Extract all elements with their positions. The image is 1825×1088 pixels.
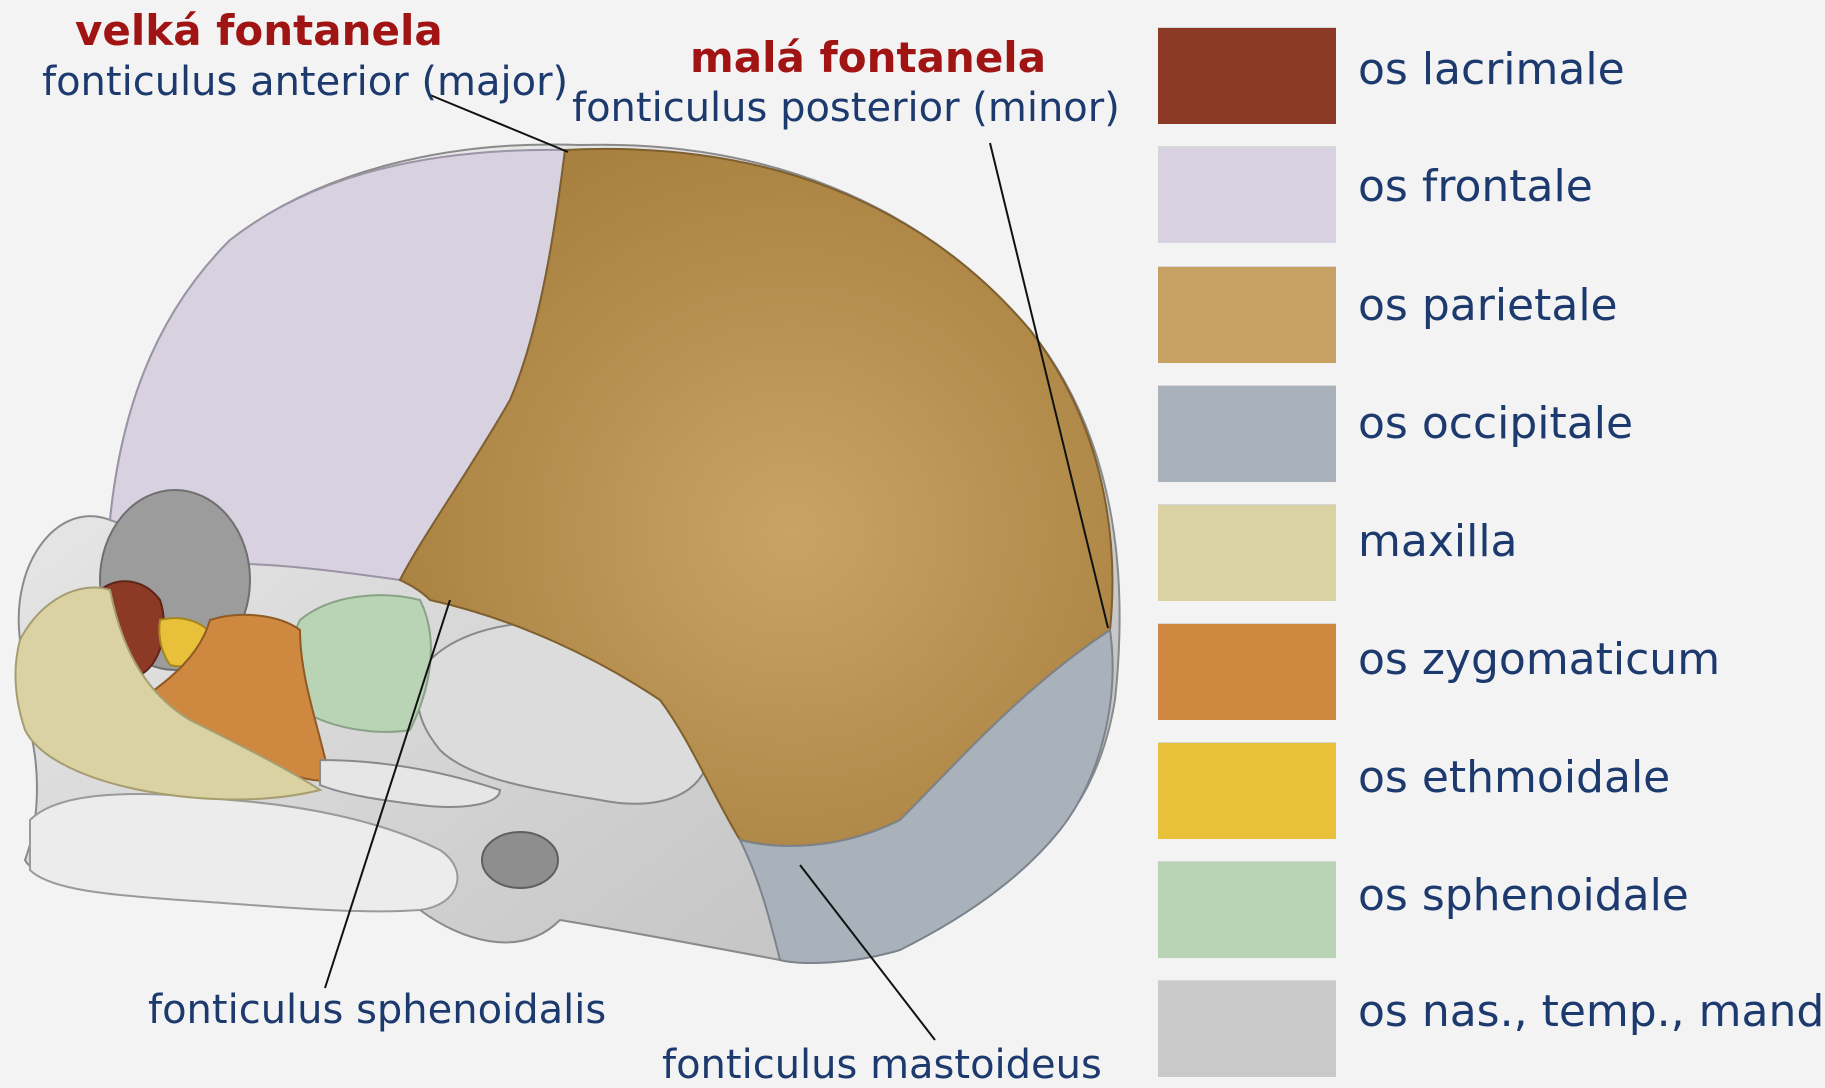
mastoid-fontanelle-label: fonticulus mastoideus (662, 1045, 1102, 1085)
velka-fontanela-title: velká fontanela (75, 10, 443, 52)
legend-swatch-nas-temp-mand (1158, 980, 1336, 1077)
legend-swatch-ethmoidale (1158, 742, 1336, 839)
legend-swatch-lacrimale (1158, 27, 1336, 124)
mala-fontanela-title: malá fontanela (690, 37, 1046, 79)
legend-label-zygomaticum: os zygomaticum (1358, 638, 1720, 682)
legend-label-nas-temp-mand: os nas., temp., mand. (1358, 990, 1825, 1034)
legend-label-lacrimale: os lacrimale (1358, 48, 1625, 92)
sphenoidal-fontanelle-label: fonticulus sphenoidalis (148, 990, 606, 1030)
legend-label-occipitale: os occipitale (1358, 402, 1633, 446)
legend-label-maxilla: maxilla (1358, 520, 1518, 564)
legend-swatch-frontale (1158, 146, 1336, 243)
anterior-fontanelle-label: fonticulus anterior (major) (42, 62, 568, 102)
ear-opening (482, 832, 558, 888)
legend-swatch-sphenoidale (1158, 861, 1336, 958)
legend-label-frontale: os frontale (1358, 165, 1593, 209)
legend-swatch-maxilla (1158, 504, 1336, 601)
legend-label-sphenoidale: os sphenoidale (1358, 874, 1689, 918)
legend-swatch-parietale (1158, 266, 1336, 363)
legend-label-ethmoidale: os ethmoidale (1358, 756, 1670, 800)
legend-swatch-zygomaticum (1158, 623, 1336, 720)
legend-label-parietale: os parietale (1358, 284, 1618, 328)
legend-swatch-occipitale (1158, 385, 1336, 482)
posterior-fontanelle-label: fonticulus posterior (minor) (572, 88, 1120, 128)
